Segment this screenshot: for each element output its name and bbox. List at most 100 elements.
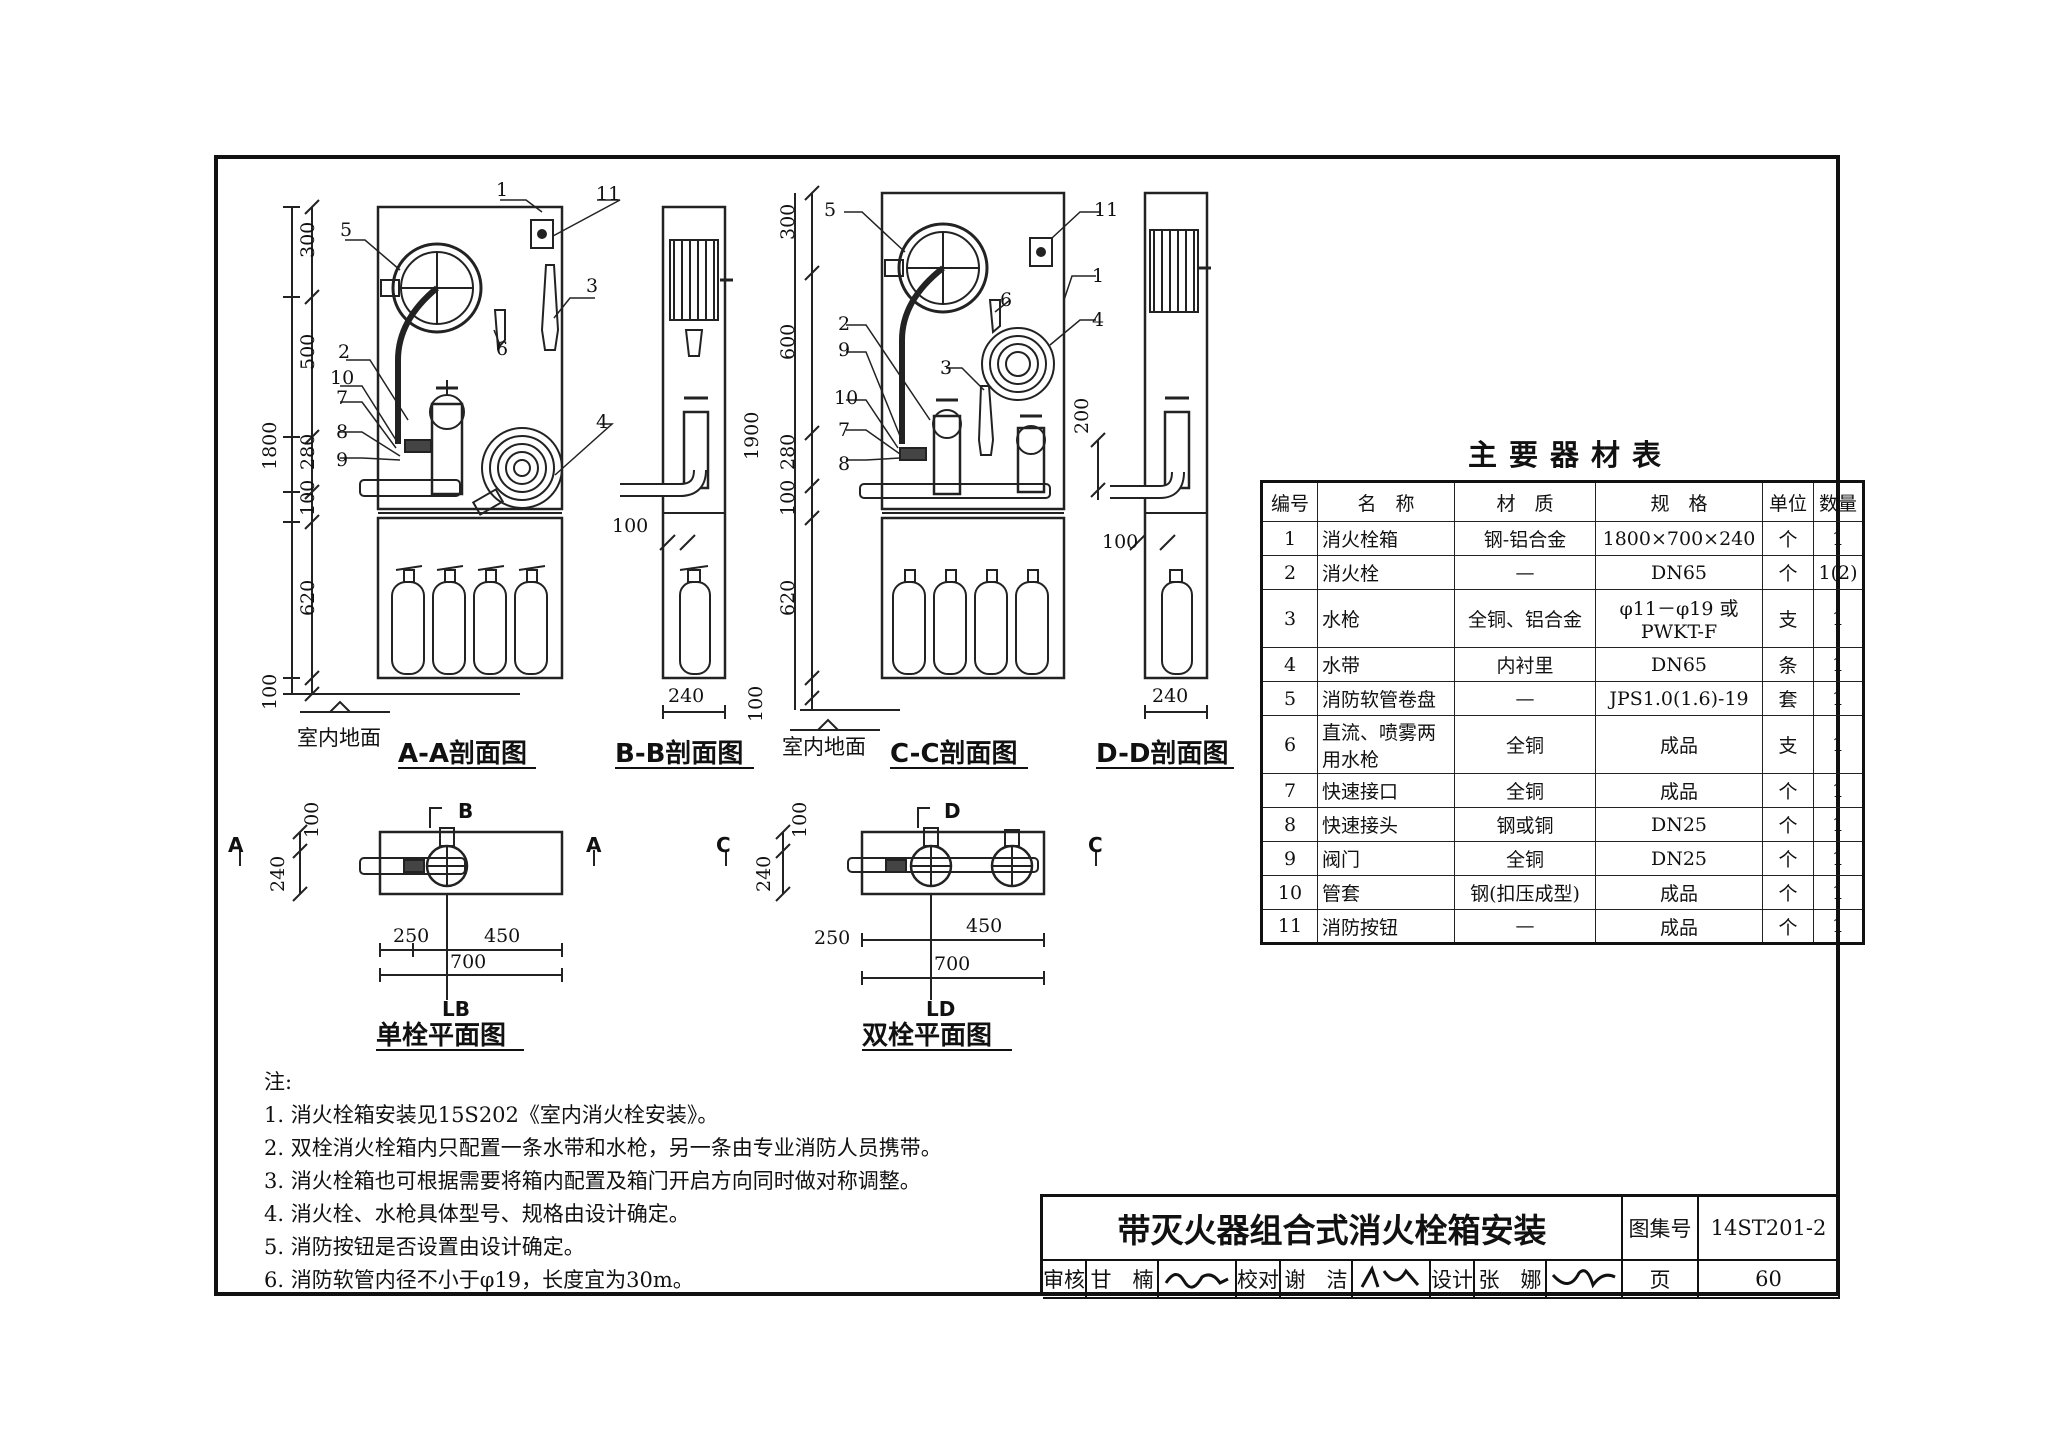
view-title-double: 双栓平面图: [862, 1021, 992, 1051]
bom-cell-material: 全铜: [1454, 715, 1596, 774]
bom-cell-no: 2: [1261, 555, 1318, 590]
bom-cell-no: 9: [1261, 841, 1318, 876]
title-block: 带灭火器组合式消火栓箱安装 图集号 14ST201-2 审核 甘 楠 校对 谢 …: [1040, 1194, 1840, 1299]
view-title-aa: A-A剖面图: [398, 738, 527, 769]
callout-9-aa: 9: [336, 449, 348, 471]
extinguishers-cc: [892, 569, 1049, 675]
bom-header-material: 材 质: [1454, 481, 1596, 522]
drawing-title: 带灭火器组合式消火栓箱安装: [1043, 1197, 1623, 1261]
signature-mark: [1164, 1273, 1229, 1289]
bom-cell-name: 水枪: [1317, 589, 1455, 648]
bom-cell-qty: 1: [1813, 909, 1864, 944]
bom-cell-qty: 1: [1813, 841, 1864, 876]
bom-cell-no: 4: [1261, 647, 1318, 682]
bom-cell-unit: 支: [1762, 715, 1814, 774]
bom-cell-material: 全铜: [1454, 773, 1596, 808]
callout-11-cc: 11: [1094, 199, 1118, 221]
bom-cell-name: 管套: [1317, 875, 1455, 910]
bom-cell-no: 5: [1261, 681, 1318, 716]
bom-cell-material: 钢-铝合金: [1454, 521, 1596, 556]
callout-9-cc: 9: [838, 339, 850, 361]
note-item: 1. 消火栓箱安装见15S202《室内消火栓安装》。: [264, 1103, 719, 1127]
bom-cell-material: —: [1454, 909, 1596, 944]
dim-200-cc: 200: [1071, 398, 1093, 434]
designer-signature: [1547, 1261, 1623, 1299]
dim-1900-cc: 1900: [741, 412, 763, 460]
signature-mark: [1360, 1265, 1420, 1288]
bom-header-row: 编号 名 称 材 质 规 格 单位 数量: [1261, 481, 1864, 522]
dim-700-single: 700: [450, 951, 486, 973]
bom-cell-spec: DN65: [1595, 647, 1763, 682]
reviewer-signature: [1159, 1261, 1237, 1299]
plan-double: [725, 807, 1097, 1000]
bom-cell-qty: 1: [1813, 875, 1864, 910]
designer-name: 张 娜: [1475, 1261, 1547, 1299]
bom-cell-name: 消火栓箱: [1317, 521, 1455, 556]
bom-cell-qty: 1(2): [1813, 555, 1864, 590]
bom-cell-unit: 个: [1762, 875, 1814, 910]
bom-cell-name: 快速接头: [1317, 807, 1455, 842]
notes-heading: 注:: [264, 1070, 293, 1094]
bom-cell-material: 钢或铜: [1454, 807, 1596, 842]
mark-c-right: C: [1088, 833, 1103, 857]
dim-620-cc: 620: [777, 580, 799, 616]
bom-cell-unit: 个: [1762, 909, 1814, 944]
bom-cell-spec: 成品: [1595, 875, 1763, 910]
extinguishers-aa: [391, 565, 548, 675]
floor-label-cc: 室内地面: [782, 735, 866, 759]
callout-leaders: [338, 199, 1100, 476]
note-item: 5. 消防按钮是否设置由设计确定。: [264, 1235, 585, 1259]
bom-cell-no: 11: [1261, 909, 1318, 944]
note-item: 6. 消防软管内径不小于φ19，长度宜为30m。: [264, 1268, 694, 1292]
callout-7-aa: 7: [336, 387, 348, 409]
mark-a-right: A: [586, 833, 602, 857]
callout-1-aa: 1: [496, 179, 508, 201]
note-item: 4. 消火栓、水枪具体型号、规格由设计确定。: [264, 1202, 690, 1226]
bom-cell-material: 内衬里: [1454, 647, 1596, 682]
review-label: 审核: [1043, 1261, 1087, 1299]
bom-header-spec: 规 格: [1595, 481, 1763, 522]
signature-mark: [1551, 1269, 1616, 1289]
mark-lb: LB: [442, 997, 470, 1021]
callout-4-aa: 4: [596, 411, 608, 433]
callout-7-cc: 7: [838, 419, 850, 441]
bom-cell-no: 8: [1261, 807, 1318, 842]
callout-8-cc: 8: [838, 453, 850, 475]
section-dd: [1110, 191, 1211, 719]
atlas-number: 14ST201-2: [1699, 1197, 1840, 1261]
dim-280-aa: 280: [297, 434, 319, 470]
dim-600-cc: 600: [777, 324, 799, 360]
atlas-label: 图集号: [1623, 1197, 1699, 1261]
bom-cell-spec: 成品: [1595, 715, 1763, 774]
bom-cell-qty: 1: [1813, 807, 1864, 842]
bom-cell-material: 钢(扣压成型): [1454, 875, 1596, 910]
dim-100-dd: 100: [1102, 531, 1138, 553]
dim-280-cc: 280: [777, 434, 799, 470]
view-title-bb: B-B剖面图: [615, 738, 743, 769]
mark-ld: LD: [926, 997, 955, 1021]
bom-cell-material: 全铜: [1454, 841, 1596, 876]
reviewer-name: 甘 楠: [1087, 1261, 1159, 1299]
floor-label-aa: 室内地面: [297, 726, 381, 750]
dim-450-double: 450: [966, 915, 1002, 937]
bom-cell-unit: 条: [1762, 647, 1814, 682]
view-title-dd: D-D剖面图: [1096, 738, 1228, 769]
bom-cell-name: 水带: [1317, 647, 1455, 682]
bom-cell-material: —: [1454, 555, 1596, 590]
checker-name: 谢 洁: [1281, 1261, 1353, 1299]
bom-header-name: 名 称: [1317, 481, 1455, 522]
dim-500-aa: 500: [297, 334, 319, 370]
dim-240-double: 240: [753, 856, 775, 892]
check-label: 校对: [1237, 1261, 1281, 1299]
bom-cell-unit: 个: [1762, 555, 1814, 590]
bom-cell-spec: DN65: [1595, 555, 1763, 590]
section-aa: [283, 199, 564, 713]
callout-10-cc: 10: [834, 387, 858, 409]
dim-1800-aa: 1800: [259, 422, 281, 470]
dim-100-cc: 100: [777, 480, 799, 516]
